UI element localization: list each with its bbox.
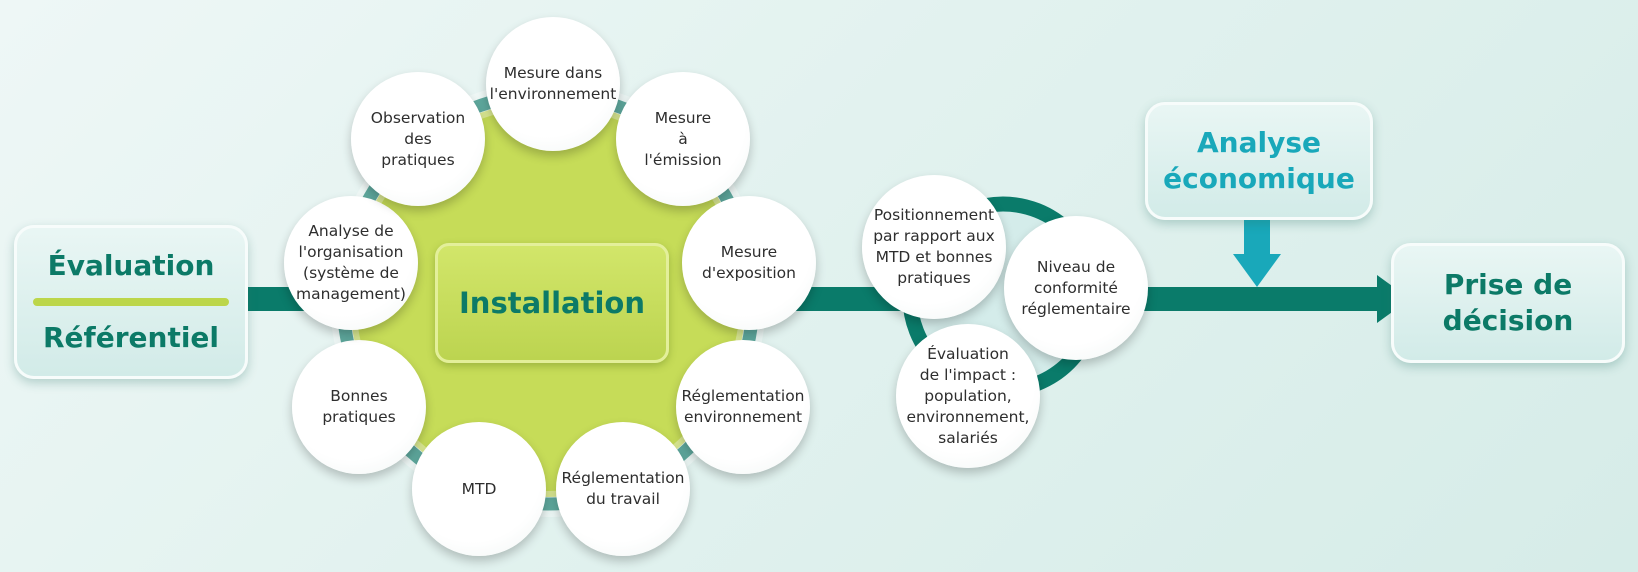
- installation-label: Installation: [459, 286, 645, 320]
- evaluation-label: Évaluation: [47, 249, 215, 282]
- evaluation-referential-box: Évaluation Référentiel: [14, 225, 248, 379]
- decision-box: Prise de décision: [1391, 243, 1625, 363]
- circle-label: Évaluation de l'impact : population, env…: [906, 344, 1030, 447]
- circle-label: Analyse de l'organisation (système de ma…: [296, 222, 406, 303]
- circle-label: Mesure d'exposition: [702, 243, 796, 282]
- circle-label: Observation des pratiques: [370, 108, 466, 169]
- circle-reglementation-environnement: Réglementation environnement: [676, 340, 810, 474]
- circle-mesure-emission: Mesure à l'émission: [616, 72, 750, 206]
- economic-arrow-head: [1233, 254, 1281, 287]
- decision-line1: Prise de: [1443, 268, 1573, 301]
- circle-evaluation-impact: Évaluation de l'impact : population, env…: [896, 324, 1040, 468]
- circle-label: MTD: [461, 479, 497, 498]
- circle-positionnement: Positionnement par rapport aux MTD et bo…: [862, 175, 1006, 319]
- evaluation-divider: [33, 298, 229, 306]
- economic-arrow-shaft: [1244, 218, 1270, 256]
- circle-mtd: MTD: [412, 422, 546, 556]
- circle-conformite-reglementaire: Niveau de conformité réglementaire: [1004, 216, 1148, 360]
- economic-analysis-line2: économique: [1163, 162, 1355, 195]
- circle-mesure-exposition: Mesure d'exposition: [682, 196, 816, 330]
- economic-analysis-box: Analyse économique: [1145, 102, 1373, 220]
- circle-analyse-organisation: Analyse de l'organisation (système de ma…: [284, 196, 418, 330]
- circle-label: Réglementation environnement: [681, 387, 805, 426]
- circle-label: Positionnement par rapport aux MTD et bo…: [873, 206, 995, 287]
- circle-label: Réglementation du travail: [561, 469, 685, 508]
- decision-line2: décision: [1442, 304, 1574, 337]
- circle-observation-pratiques: Observation des pratiques: [351, 72, 485, 206]
- circle-reglementation-travail: Réglementation du travail: [556, 422, 690, 556]
- economic-analysis-line1: Analyse: [1196, 126, 1321, 159]
- circle-label: Niveau de conformité réglementaire: [1021, 257, 1131, 318]
- circle-label: Mesure dans l'environnement: [489, 64, 617, 103]
- circle-bonnes-pratiques: Bonnes pratiques: [292, 340, 426, 474]
- circle-label: Bonnes pratiques: [322, 387, 396, 426]
- referential-label: Référentiel: [42, 321, 220, 354]
- installation-box: Installation: [435, 243, 669, 363]
- circle-mesure-environnement: Mesure dans l'environnement: [486, 17, 620, 151]
- circle-label: Mesure à l'émission: [644, 108, 722, 169]
